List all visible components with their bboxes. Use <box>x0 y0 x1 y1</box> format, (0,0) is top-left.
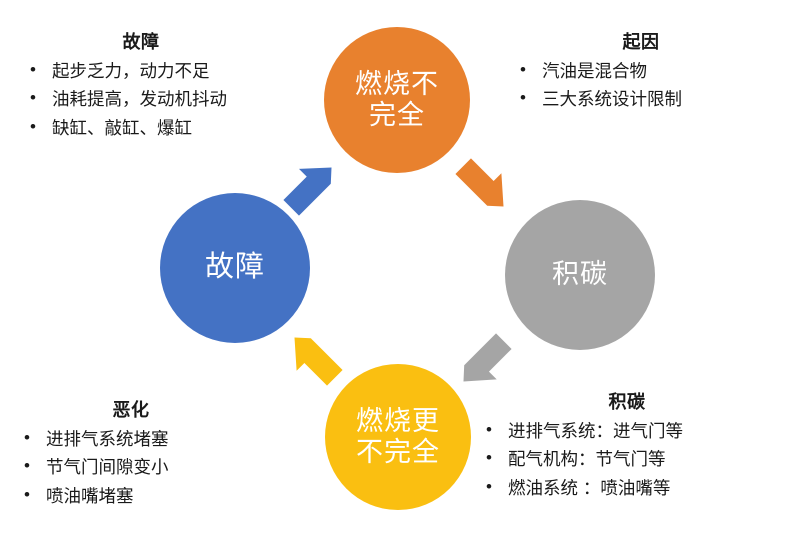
annotation-bottom-left: 恶化 • 进排气系统堵塞 • 节气门间隙变小 • 喷油嘴堵塞 <box>20 396 320 510</box>
node-label-line: 燃烧不 <box>355 68 439 99</box>
list-item: • 进排气系统堵塞 <box>20 425 320 453</box>
annotation-top-right: 起因 • 汽油是混合物 • 三大系统设计限制 <box>516 28 790 114</box>
node-fault[interactable]: 故障 <box>160 193 310 343</box>
bullet-icon: • <box>520 60 526 79</box>
annotation-top-left: 故障 • 起步乏力，动力不足 • 油耗提高，发动机抖动 • 缺缸、敲缸、爆缸 <box>26 28 326 142</box>
arrow-blue-icon <box>281 157 341 219</box>
list-item: • 缺缸、敲缸、爆缸 <box>26 114 326 142</box>
node-label-line: 完全 <box>369 100 425 130</box>
bullet-icon: • <box>486 448 492 468</box>
list-item: • 汽油是混合物 <box>516 57 790 85</box>
list-item-label: 起步乏力，动力不足 <box>52 61 210 81</box>
node-label-line: 故障 <box>204 251 265 284</box>
arrow-gray-icon <box>453 330 515 392</box>
annotation-list: • 汽油是混合物 • 三大系统设计限制 <box>516 57 790 114</box>
list-item: • 燃油系统 ：喷油嘴等 <box>482 474 790 502</box>
annotation-heading: 起因 <box>622 32 660 52</box>
list-item-label: 进排气系统堵塞 <box>46 429 169 449</box>
annotation-list: • 进排气系统：进气门等 • 配气机构：节气门等 • 燃油系统 ：喷油嘴等 <box>482 417 790 502</box>
list-item-label: 节气门间隙变小 <box>46 457 169 478</box>
list-item-label: 进排气系统：进气门等 <box>508 421 683 441</box>
annotation-heading: 故障 <box>122 32 160 52</box>
list-item: • 喷油嘴堵塞 <box>20 482 320 510</box>
annotation-bottom-right: 积碳 • 进排气系统：进气门等 • 配气机构：节气门等 • 燃油系统 ：喷油嘴等 <box>482 388 790 502</box>
list-item: • 三大系统设计限制 <box>516 85 790 113</box>
bullet-icon: • <box>30 60 36 79</box>
bullet-icon: • <box>486 420 492 439</box>
bullet-icon: • <box>24 428 30 447</box>
list-item-label: 汽油是混合物 <box>542 61 647 81</box>
node-label-line: 燃烧更 <box>356 405 440 436</box>
bullet-icon: • <box>30 116 36 136</box>
annotation-list: • 起步乏力，动力不足 • 油耗提高，发动机抖动 • 缺缸、敲缸、爆缸 <box>26 57 326 142</box>
annotation-heading: 积碳 <box>608 392 646 412</box>
list-item: • 起步乏力，动力不足 <box>26 57 326 85</box>
node-carbon-deposit[interactable]: 积碳 <box>505 200 655 350</box>
list-item-label: 配气机构：节气门等 <box>508 449 666 470</box>
bullet-icon: • <box>520 88 526 108</box>
list-item-label: 缺缸、敲缸、爆缸 <box>52 117 192 138</box>
node-label-line: 积碳 <box>552 259 608 290</box>
bullet-icon: • <box>24 456 30 476</box>
list-item: • 节气门间隙变小 <box>20 453 320 481</box>
bullet-icon: • <box>30 88 36 108</box>
list-item: • 进排气系统：进气门等 <box>482 417 790 445</box>
list-item: • 配气机构：节气门等 <box>482 445 790 473</box>
annotation-list: • 进排气系统堵塞 • 节气门间隙变小 • 喷油嘴堵塞 <box>20 425 320 510</box>
list-item: • 油耗提高，发动机抖动 <box>26 85 326 113</box>
annotation-heading: 恶化 <box>112 400 150 420</box>
node-label-line: 不完全 <box>356 437 440 467</box>
list-item-label: 油耗提高，发动机抖动 <box>52 89 227 110</box>
bullet-icon: • <box>486 476 492 496</box>
list-item-label: 喷油嘴堵塞 <box>46 485 134 506</box>
node-incomplete-combustion[interactable]: 燃烧不 完全 <box>324 27 470 173</box>
node-worse-combustion[interactable]: 燃烧更 不完全 <box>325 364 471 510</box>
list-item-label: 三大系统设计限制 <box>542 89 682 110</box>
arrow-yellow-icon <box>284 327 346 389</box>
list-item-label: 燃油系统 ：喷油嘴等 <box>508 477 671 498</box>
bullet-icon: • <box>24 484 30 504</box>
arrow-orange-icon <box>452 155 514 217</box>
